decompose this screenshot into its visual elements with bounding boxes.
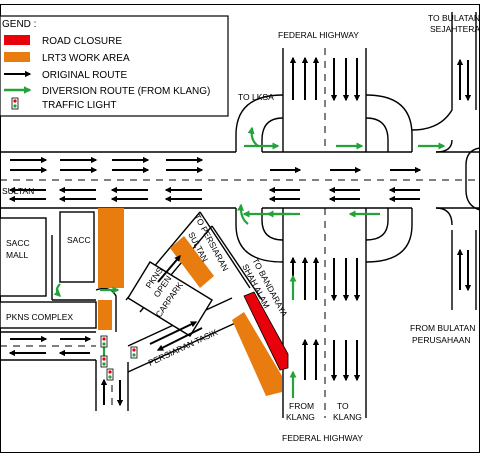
legend-traffic-light-label: TRAFFIC LIGHT: [42, 100, 116, 111]
label-from-klang-2: KLANG: [286, 412, 315, 422]
label-to-bulatan-sejahtera-2: SEJAHTERA: [430, 24, 480, 34]
label-federal-highway-bottom: FEDERAL HIGHWAY: [282, 433, 363, 443]
label-pkns-complex: PKNS COMPLEX: [6, 312, 73, 322]
lrt3-work-areas: [98, 208, 282, 396]
label-to-lksa: TO LKSA: [238, 92, 274, 102]
label-from-klang-1: FROM: [289, 401, 314, 411]
label-to-klang-1: TO: [337, 401, 349, 411]
legend-diversion-label: DIVERSION ROUTE (FROM KLANG): [42, 86, 210, 97]
label-sacc-mall-1: SACC: [6, 238, 30, 248]
legend-road-closure-swatch: [4, 35, 30, 45]
label-sacc: SACC: [67, 235, 91, 245]
legend-original-route-label: ORIGINAL ROUTE: [42, 70, 128, 81]
sacc-block: [59, 211, 95, 283]
traffic-lights: [100, 335, 138, 381]
road-closure-segment: [243, 291, 289, 371]
legend-lrt3-label: LRT3 WORK AREA: [42, 53, 130, 64]
original-route-arrows: [8, 56, 472, 407]
buildings: [0, 211, 213, 337]
label-from-bulatan-perusahaan-2: PERUSAHAAN: [412, 335, 471, 345]
legend: GEND : ROAD CLOSURE LRT3 WORK AREA ORIGI…: [0, 15, 229, 117]
legend-traffic-light-icon: [11, 97, 19, 110]
label-to-bulatan-sejahtera-1: TO BULATAN: [428, 13, 480, 23]
legend-lrt3-swatch: [4, 52, 30, 62]
legend-title: GEND :: [2, 19, 36, 30]
label-from-bulatan-perusahaan-1: FROM BULATAN: [410, 323, 475, 333]
road-network: [0, 12, 480, 418]
label-sacc-mall-2: MALL: [6, 250, 28, 260]
legend-road-closure-label: ROAD CLOSURE: [42, 36, 122, 47]
pkns-complex-block: [0, 301, 97, 329]
label-federal-highway-top: FEDERAL HIGHWAY: [278, 30, 359, 40]
sacc-mall-block: [0, 217, 47, 297]
label-sultan: SULTAN: [2, 186, 34, 196]
pkns-open-carpark-block: [127, 261, 213, 337]
label-to-klang-2: KLANG: [333, 412, 362, 422]
